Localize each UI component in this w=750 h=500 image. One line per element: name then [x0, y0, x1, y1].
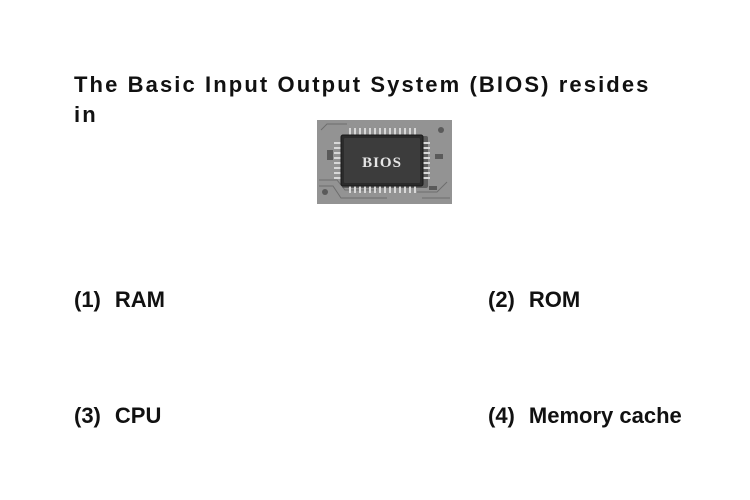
option-1-text: RAM: [114, 287, 165, 312]
option-3-text: CPU: [114, 403, 162, 428]
option-2-number: (2): [488, 287, 515, 312]
option-2-text: ROM: [528, 287, 581, 312]
option-1[interactable]: (1) RAM: [74, 287, 165, 313]
option-4[interactable]: (4) Memory cache: [488, 403, 682, 429]
option-3[interactable]: (3) CPU: [74, 403, 161, 429]
bios-chip-label: BIOS: [362, 155, 402, 171]
option-4-number: (4): [488, 403, 515, 428]
option-4-text: Memory cache: [528, 403, 682, 428]
option-2[interactable]: (2) ROM: [488, 287, 580, 313]
bios-chip-image: BIOS: [317, 120, 452, 204]
option-1-number: (1): [74, 287, 101, 312]
option-3-number: (3): [74, 403, 101, 428]
question-text: The Basic Input Output System (BIOS) res…: [74, 72, 651, 127]
